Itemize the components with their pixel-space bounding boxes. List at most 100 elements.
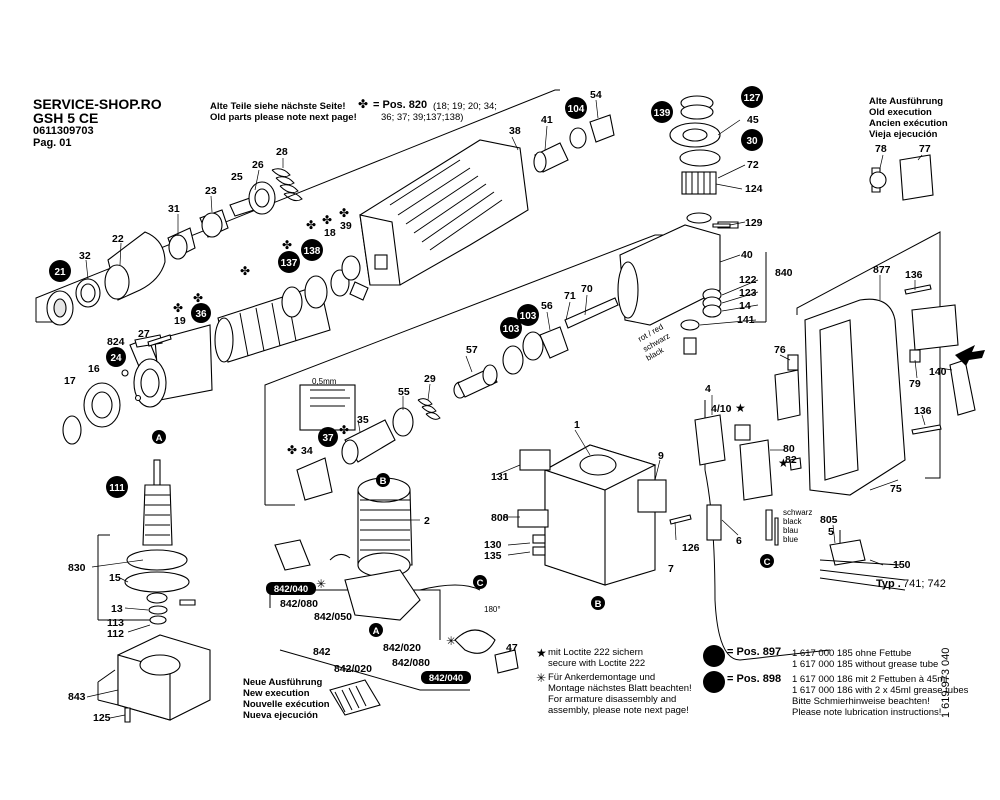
type-values: 741; 742 bbox=[903, 578, 946, 590]
label-140: 140 bbox=[929, 366, 947, 378]
pos820-label: = Pos. 820 bbox=[373, 99, 428, 111]
armature-line-4: assembly, please note next page! bbox=[548, 705, 689, 716]
old-exec-en: Old execution bbox=[869, 107, 932, 118]
label-55: 55 bbox=[398, 386, 410, 398]
model-name: GSH 5 CE bbox=[33, 110, 99, 126]
wire-blue: blue bbox=[783, 535, 799, 544]
label-54: 54 bbox=[590, 89, 602, 101]
ref-A-top: A bbox=[152, 430, 166, 444]
annotations: 0,5mm 180° rot / red schwarz black schwa… bbox=[312, 322, 946, 614]
label-23: 23 bbox=[205, 185, 217, 197]
svg-text:A: A bbox=[156, 433, 163, 444]
part-labels: 38 41 54 28 26 25 23 31 22 32 18 39 45 7… bbox=[64, 89, 947, 724]
svg-text:104: 104 bbox=[568, 104, 585, 115]
box-842-040: 842/040 bbox=[266, 582, 316, 595]
label-843: 843 bbox=[68, 691, 86, 703]
callout-pos898 bbox=[703, 671, 725, 693]
label-47: 47 bbox=[506, 642, 518, 654]
pos897-line-1: 1 617 000 185 ohne Fettube bbox=[792, 648, 912, 659]
wire-blau: blau bbox=[783, 526, 798, 535]
box-842-040b: 842/040 bbox=[421, 671, 471, 684]
callout-139: 139 bbox=[651, 101, 673, 123]
label-877: 877 bbox=[873, 264, 891, 276]
label-78: 78 bbox=[875, 143, 887, 155]
label-840: 840 bbox=[775, 267, 793, 279]
clover-symbol-19: ✤ bbox=[173, 301, 183, 315]
label-19: 19 bbox=[174, 315, 186, 327]
label-39: 39 bbox=[340, 220, 352, 232]
label-123: 123 bbox=[739, 287, 757, 299]
label-70: 70 bbox=[581, 283, 593, 295]
label-25: 25 bbox=[231, 171, 243, 183]
new-exec-es: Nueva ejecución bbox=[243, 710, 318, 721]
pos820-list-1: (18; 19; 20; 34; bbox=[433, 101, 497, 112]
gap-label: 0,5mm bbox=[312, 377, 337, 386]
pos897-line-2: 1 617 000 185 without grease tube bbox=[792, 659, 939, 670]
label-124: 124 bbox=[745, 183, 763, 195]
label-72: 72 bbox=[747, 159, 759, 171]
label-805: 805 bbox=[820, 514, 838, 526]
ref-B-top: B bbox=[376, 473, 390, 487]
label-130: 130 bbox=[484, 539, 502, 551]
arrow-icon bbox=[955, 345, 985, 366]
label-13: 13 bbox=[111, 603, 123, 615]
label-112: 112 bbox=[107, 628, 124, 640]
old-exec-fr: Ancien exécution bbox=[869, 118, 948, 129]
label-15: 15 bbox=[109, 572, 121, 584]
callout-24: 24 bbox=[106, 347, 126, 367]
label-135: 135 bbox=[484, 550, 502, 562]
old-exec-de: Alte Ausführung bbox=[869, 96, 944, 107]
loctite-note: mit Loctite 222 sichern secure with Loct… bbox=[548, 647, 645, 669]
armature-111 bbox=[124, 459, 196, 625]
svg-text:B: B bbox=[595, 599, 602, 610]
ref-C-bottom: C bbox=[760, 554, 774, 568]
label-136: 136 bbox=[905, 269, 923, 281]
label-17: 17 bbox=[64, 375, 76, 387]
label-126: 126 bbox=[682, 542, 700, 554]
pos820-list-2: 36; 37; 39;137;138) bbox=[381, 112, 464, 123]
svg-text:C: C bbox=[764, 557, 771, 568]
label-9: 9 bbox=[658, 450, 664, 462]
leader-lines bbox=[85, 99, 953, 719]
ref-B-bottom: B bbox=[591, 596, 605, 610]
boxed-callouts: 842/040 842/040 bbox=[266, 582, 471, 684]
label-71: 71 bbox=[564, 290, 576, 302]
svg-text:127: 127 bbox=[744, 93, 761, 104]
old-parts-de: Alte Teile siehe nächste Seite! bbox=[210, 101, 346, 112]
screws bbox=[147, 223, 942, 525]
page-number: Pag. 01 bbox=[33, 137, 72, 149]
label-38: 38 bbox=[509, 125, 521, 137]
housing-843 bbox=[117, 634, 211, 723]
label-76: 76 bbox=[774, 344, 786, 356]
label-136b: 136 bbox=[914, 405, 932, 417]
armature-note: Für Ankerdemontage und Montage nächstes … bbox=[548, 672, 692, 716]
label-842-020: 842/020 bbox=[383, 642, 421, 654]
label-125: 125 bbox=[93, 712, 111, 724]
label-40: 40 bbox=[741, 249, 753, 261]
old-execution-note: Alte Ausführung Old execution Ancien exé… bbox=[869, 96, 948, 140]
label-5: 5 bbox=[828, 526, 834, 538]
svg-text:111: 111 bbox=[109, 483, 125, 494]
svg-text:36: 36 bbox=[195, 309, 207, 320]
clover-symbol-18: ✤ bbox=[322, 213, 332, 227]
callout-111: 111 bbox=[106, 476, 128, 498]
clover-symbol-37: ✤ bbox=[339, 423, 349, 437]
label-27: 27 bbox=[138, 328, 150, 340]
asterisk-symbol-47: ✳ bbox=[446, 634, 456, 648]
svg-text:137: 137 bbox=[281, 258, 298, 269]
label-122: 122 bbox=[739, 274, 757, 286]
label-842: 842 bbox=[313, 646, 331, 658]
new-exec-de: Neue Ausführung bbox=[243, 677, 323, 688]
callout-137: 137 bbox=[278, 251, 300, 273]
asterisk-symbol-legend: ✳ bbox=[536, 671, 546, 685]
label-18: 18 bbox=[324, 227, 336, 239]
svg-text:A: A bbox=[373, 626, 380, 637]
svg-text:30: 30 bbox=[746, 136, 758, 147]
piston-assembly bbox=[296, 114, 619, 501]
svg-text:842/040: 842/040 bbox=[274, 584, 308, 595]
pos898-label: = Pos. 898 bbox=[727, 673, 782, 685]
pos898-line-3: Bitte Schmierhinweise beachten! bbox=[792, 696, 930, 707]
brush-holder-wiring bbox=[274, 539, 519, 716]
svg-text:B: B bbox=[380, 476, 387, 487]
